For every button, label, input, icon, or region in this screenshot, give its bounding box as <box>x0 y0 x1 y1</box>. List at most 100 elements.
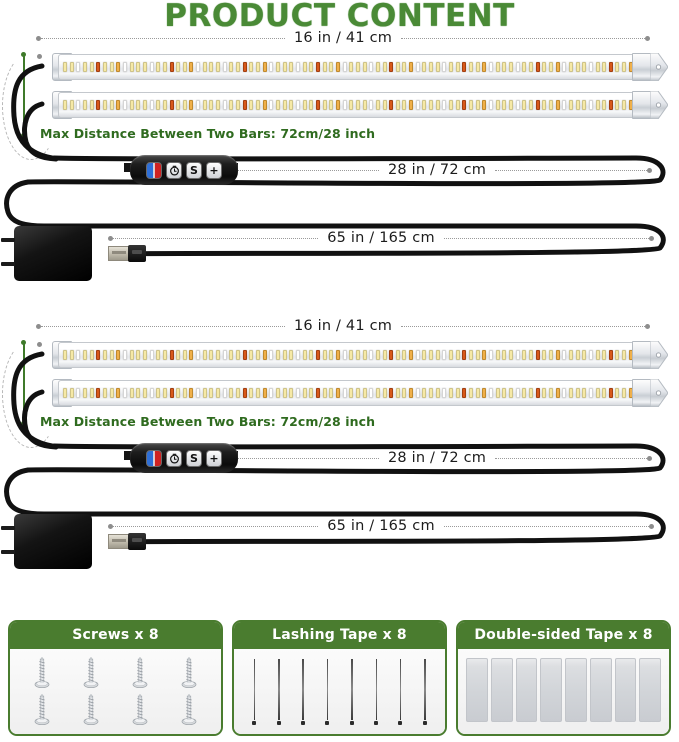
led-chip <box>389 62 394 72</box>
led-chip <box>116 350 121 360</box>
adapter-prong-bottom <box>1 262 15 266</box>
led-chip <box>409 388 414 398</box>
led-chip <box>149 388 154 398</box>
led-chip <box>176 62 181 72</box>
led-chip <box>129 388 134 398</box>
led-bar-bottom <box>30 90 669 120</box>
brightness-up-button[interactable]: + <box>206 161 222 179</box>
power-cable-label: 65 in / 165 cm <box>318 231 444 246</box>
max-distance-label: Max Distance Between Two Bars: 72cm/28 i… <box>40 126 376 141</box>
led-chip <box>568 350 573 360</box>
usb-plastic-shell <box>128 533 146 550</box>
led-chip <box>462 100 467 110</box>
led-chip <box>229 62 234 72</box>
max-distance-green-line <box>23 54 25 136</box>
spectrum-button[interactable]: S <box>186 449 202 467</box>
led-chip <box>222 62 227 72</box>
led-chip <box>508 350 513 360</box>
lashing-tape-row <box>242 655 437 728</box>
led-chip <box>602 100 607 110</box>
led-chip <box>349 62 354 72</box>
brightness-up-button[interactable]: + <box>206 449 222 467</box>
tie-head <box>276 721 281 725</box>
timer-button[interactable] <box>166 161 182 179</box>
led-chip <box>182 100 187 110</box>
led-chip <box>129 62 134 72</box>
tie-strap <box>399 659 402 720</box>
screw-icon <box>83 693 99 725</box>
led-chip <box>602 350 607 360</box>
bar-tip-svg <box>649 52 669 82</box>
led-chip <box>495 62 500 72</box>
led-chip <box>595 100 600 110</box>
max-distance-node-top <box>21 340 26 345</box>
led-chip <box>96 62 101 72</box>
led-chip <box>322 350 327 360</box>
led-chip <box>242 100 247 110</box>
led-chip <box>422 100 427 110</box>
color-mode-button[interactable] <box>146 161 162 179</box>
led-chip <box>602 388 607 398</box>
led-chip <box>89 350 94 360</box>
led-chip <box>236 62 241 72</box>
screw-icon <box>132 693 148 725</box>
led-chip <box>63 62 67 72</box>
lashing-tape-item <box>276 655 281 728</box>
led-chip <box>362 388 367 398</box>
led-chip <box>315 62 320 72</box>
timer-icon <box>169 453 179 463</box>
led-chip <box>276 350 280 360</box>
led-chip <box>102 388 107 398</box>
usb-connector <box>108 533 146 550</box>
light-controller[interactable]: S + <box>130 155 238 185</box>
dimension-dots-left <box>113 525 319 527</box>
led-chip <box>588 62 593 72</box>
usb-metal-shell <box>108 534 130 549</box>
dimension-dots-right <box>401 325 646 327</box>
led-chip <box>209 100 214 110</box>
led-chip <box>615 62 620 72</box>
led-chip <box>502 100 507 110</box>
led-chip <box>622 350 627 360</box>
accessory-contents <box>10 649 221 734</box>
double-sided-tape-item <box>490 658 513 722</box>
power-adapter <box>1 226 92 281</box>
led-chip <box>508 100 513 110</box>
bar-tip-icon <box>649 90 669 120</box>
led-chip <box>449 100 454 110</box>
led-chip <box>262 100 267 110</box>
adapter-prong-top <box>1 526 15 530</box>
timer-button[interactable] <box>166 449 182 467</box>
spectrum-button[interactable]: S <box>186 161 202 179</box>
led-chip <box>329 100 334 110</box>
led-chip <box>109 62 114 72</box>
led-chip <box>149 350 154 360</box>
max-distance-green-line <box>23 342 25 424</box>
light-controller[interactable]: S + <box>130 443 238 473</box>
led-chip <box>149 62 154 72</box>
led-chip <box>355 350 360 360</box>
led-chip <box>289 62 294 72</box>
led-chip <box>402 388 407 398</box>
lashing-tape-item <box>349 655 354 728</box>
led-chip <box>395 350 400 360</box>
led-chip <box>289 350 294 360</box>
led-chip <box>535 388 540 398</box>
color-mode-button[interactable] <box>146 449 162 467</box>
dimension-anchor-dot <box>37 342 42 347</box>
led-chip <box>82 388 87 398</box>
bar-length-label: 16 in / 41 cm <box>284 31 402 46</box>
led-chip <box>548 388 553 398</box>
led-chip <box>116 62 121 72</box>
led-chip <box>169 388 174 398</box>
led-chip <box>622 62 627 72</box>
led-chip <box>136 62 141 72</box>
led-chip <box>269 388 274 398</box>
led-chip <box>109 100 114 110</box>
bar-collar <box>632 53 652 81</box>
led-chip <box>309 62 314 72</box>
bar-housing <box>58 54 638 80</box>
bar-tip-svg <box>649 90 669 120</box>
led-chip <box>562 388 567 398</box>
dimension-cap-right <box>649 235 655 241</box>
